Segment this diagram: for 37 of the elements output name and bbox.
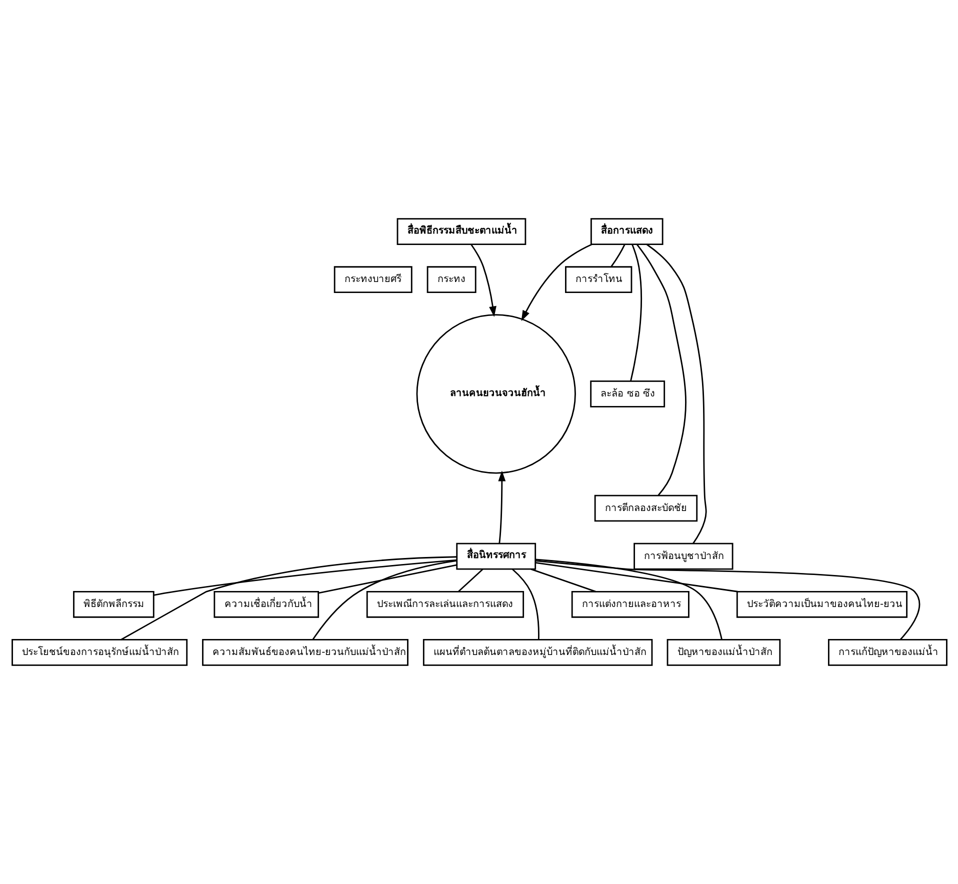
connector (630, 244, 642, 382)
node-circle: ลานคนยวนจวนฮักน้ำ (416, 314, 576, 474)
node-box: ละล้อ ซอ ซึง (590, 380, 665, 408)
node-box: การแต่งกายและอาหาร (570, 590, 689, 618)
node-box: แผนที่ตำบลต้นตาลของหมู่บ้านที่ติดกับแม่น้ำป่าสัก (422, 639, 652, 666)
connector (534, 558, 722, 640)
connector (530, 568, 596, 592)
arrow (498, 470, 506, 544)
node-box: การแก้ปัญหาของแม่น้ำ (827, 639, 947, 666)
node-box: การฟ้อนบูชาป่าสัก (633, 542, 733, 570)
node-box: กระทงบายศรี (333, 266, 412, 294)
node-box: สื่อนิทรรศการ (456, 542, 536, 570)
node-box: ปัญหาของแม่น้ำป่าสัก (666, 639, 780, 666)
connector (120, 556, 456, 640)
connector (534, 560, 920, 640)
connector (610, 244, 625, 267)
node-box: การรำโทน (564, 266, 632, 294)
node-box: ประโยชน์ของการอนุรักษ์แม่น้ำป่าสัก (11, 639, 188, 666)
connector (636, 244, 686, 496)
node-box: สื่อพิธีกรรมสืบชะตาแม่น้ำ (396, 218, 526, 245)
connector (318, 564, 457, 594)
node-box: สื่อการแสดง (590, 218, 663, 245)
connector (153, 559, 456, 596)
node-box: ประเพณีการละเล่นและการแสดง (366, 590, 524, 618)
node-box: ประวัติความเป็นมาของคนไทย-ยวน (736, 590, 907, 618)
node-box: ความสัมพันธ์ของคนไทย-ยวนกับแม่น้ำป่าสัก (202, 639, 408, 666)
node-box: พิธีตักพลีกรรม (72, 590, 154, 618)
node-box: กระทง (426, 266, 476, 294)
node-box: ความเชื่อเกี่ยวกับน้ำ (213, 590, 319, 618)
arrow (520, 244, 592, 322)
connector (511, 568, 539, 640)
node-box: การตีกลองสะบัดชัย (594, 494, 698, 522)
connector (312, 560, 456, 640)
connector (458, 568, 483, 592)
connector (534, 562, 738, 592)
connector (646, 244, 706, 544)
arrow (470, 244, 496, 317)
